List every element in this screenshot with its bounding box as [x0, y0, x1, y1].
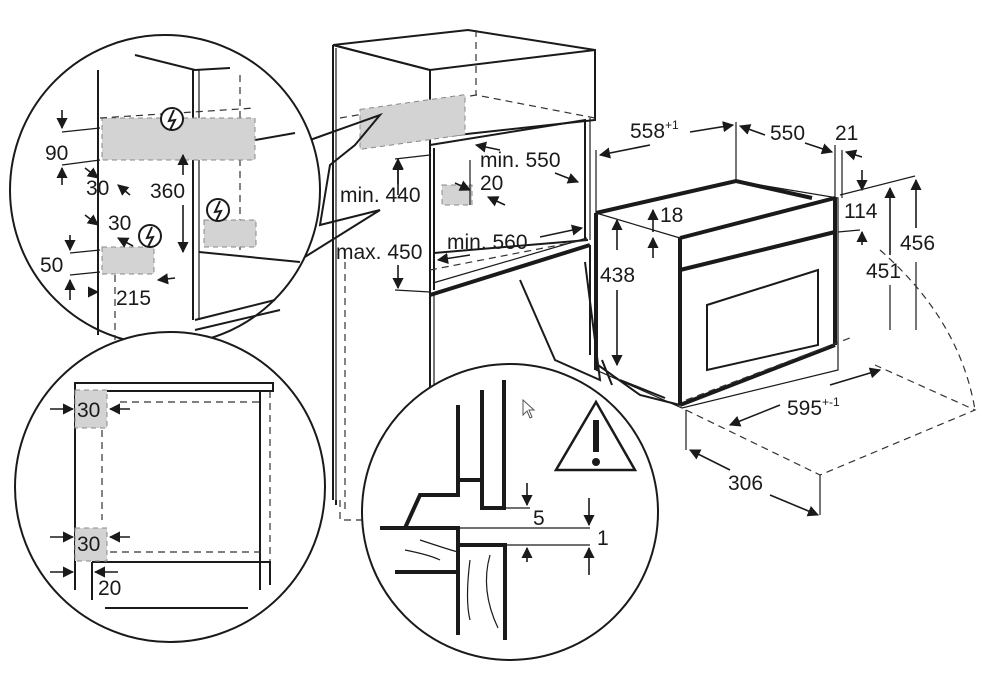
- cabinet: [332, 28, 596, 521]
- dim-215: 215: [116, 287, 151, 310]
- detail-front-alignment: 5 1: [361, 261, 659, 661]
- mouse-cursor-icon: [522, 398, 536, 419]
- dim-20: 20: [98, 577, 121, 600]
- detail-electrical-connection: 90 30 360 30 50 215: [9, 34, 384, 346]
- warning-triangle-icon: [553, 399, 638, 472]
- clearance-zone-bottom: [74, 527, 108, 562]
- dim-438: 438: [600, 264, 635, 287]
- dim-21: 21: [835, 122, 858, 145]
- oven-dimensions: 558+1 550 21 114 18 438 451 456 595+-1: [595, 118, 977, 517]
- cabinet-dimensions: min. 440 max. 450 min. 550 20 min. 560: [336, 141, 584, 293]
- dim-114: 114: [844, 200, 878, 223]
- dim-5: 5: [533, 507, 545, 530]
- ventilation-zone: [359, 94, 466, 150]
- dim-1: 1: [597, 527, 609, 550]
- dim-30-bottom: 30: [77, 533, 100, 556]
- dim-360: 360: [150, 180, 185, 203]
- dim-30-b: 30: [108, 212, 131, 235]
- clearance-zone-top: [74, 389, 108, 429]
- dim-550: 550: [770, 122, 805, 145]
- dim-18: 18: [660, 204, 683, 227]
- dim-451: 451: [866, 260, 901, 283]
- oven: [594, 178, 839, 409]
- dim-306: 306: [728, 472, 763, 495]
- dim-30-a: 30: [86, 177, 109, 200]
- dim-min-440: min. 440: [340, 184, 421, 207]
- detail-side-clearance: 30 30 20: [14, 331, 326, 643]
- dim-90: 90: [45, 142, 68, 165]
- electrical-hazard-icon: [160, 107, 184, 131]
- dim-min-550: min. 550: [480, 149, 561, 172]
- oven-window: [706, 268, 819, 372]
- dim-595: 595+-1: [787, 395, 840, 420]
- electrical-hazard-icon: [206, 198, 230, 222]
- dim-max-450: max. 450: [336, 241, 422, 264]
- dim-50: 50: [40, 254, 63, 277]
- socket-zone-side: [203, 219, 257, 248]
- electrical-hazard-icon: [138, 224, 162, 248]
- dim-30-top: 30: [77, 399, 100, 422]
- dim-20: 20: [480, 172, 503, 195]
- dim-456: 456: [900, 232, 935, 255]
- dim-558: 558+1: [630, 118, 679, 143]
- socket-zone-bottom: [101, 246, 155, 275]
- dim-min-560: min. 560: [447, 231, 528, 254]
